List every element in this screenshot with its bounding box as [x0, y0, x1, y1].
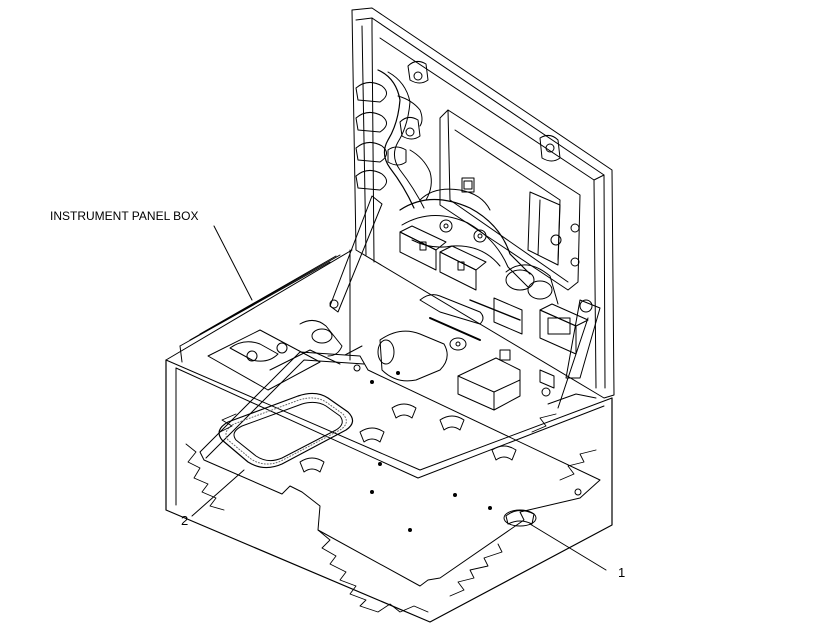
leader-lines: [192, 226, 606, 570]
callout-item-2: 2: [181, 513, 189, 528]
break-lines: [186, 414, 596, 612]
gasket-seal: [219, 393, 352, 467]
leader-line-item-1: [530, 524, 606, 570]
mounting-plate: [200, 352, 600, 586]
leader-line-panel-box: [214, 226, 252, 300]
hinge-and-harness: [330, 189, 600, 408]
callout-instrument-panel-box: INSTRUMENT PANEL BOX: [50, 209, 199, 223]
callout-item-1: 1: [618, 565, 626, 580]
plate-clips: [300, 404, 536, 526]
instrument-panel-box: [166, 250, 612, 622]
leader-line-item-2: [192, 470, 244, 516]
raised-instrument-panel: [352, 8, 614, 398]
